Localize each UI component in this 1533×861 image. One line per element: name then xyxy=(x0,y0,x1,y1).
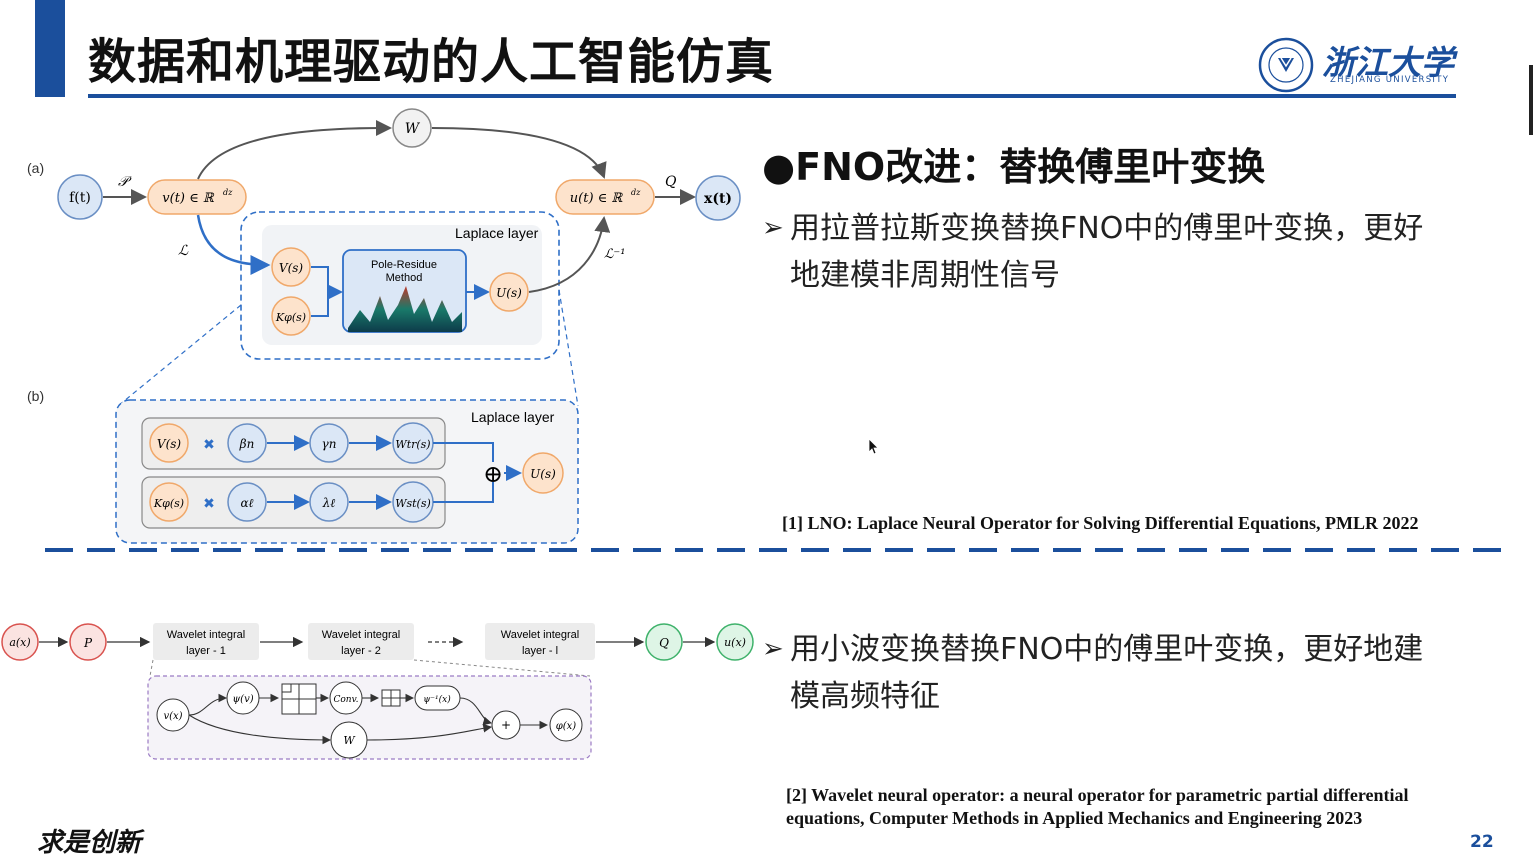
reference-1: [1] LNO: Laplace Neural Operator for Sol… xyxy=(782,513,1419,533)
b-node-Vs xyxy=(149,423,189,463)
wno-layer2-line2: layer - 2 xyxy=(341,645,381,657)
b-node-Us xyxy=(522,452,564,494)
b-node-Us-label: U(s) xyxy=(530,467,556,481)
wno-layer1-line2: layer - 1 xyxy=(186,645,226,657)
panel-b-title: Laplace layer xyxy=(471,409,555,425)
b-node-Ks xyxy=(149,482,189,522)
window-edge xyxy=(1529,65,1533,135)
wno-layer2-line1: Wavelet integral xyxy=(322,629,400,641)
wno-q-label: Q xyxy=(659,636,669,650)
laplace-layer-box xyxy=(240,211,560,360)
node-u-label: u(t) ∈ ℝ xyxy=(570,191,624,206)
node-x-label: x(t) xyxy=(704,191,732,207)
b-times-1: ✖ xyxy=(203,437,215,453)
section2-bullet-line2: 模高频特征 xyxy=(790,679,940,714)
beta-label: βn xyxy=(239,437,255,451)
wno-psi-inv-label: ψ⁻¹(x) xyxy=(423,694,451,705)
reference-2-line2: equations, Computer Methods in Applied M… xyxy=(786,808,1363,828)
node-v-label: v(t) ∈ ℝ xyxy=(162,191,215,206)
p-operator-label: 𝒫 xyxy=(118,174,132,190)
reference-2: [2] Wavelet neural operator: a neural op… xyxy=(786,784,1486,830)
panel-b-label: (b) xyxy=(27,388,44,404)
wtr-label: Wtr(s) xyxy=(395,438,430,451)
laplace-operator-label: ℒ xyxy=(178,243,189,259)
b-times-2: ✖ xyxy=(203,496,215,512)
wst-label: Wst(s) xyxy=(395,497,431,510)
title-underline xyxy=(88,94,1456,98)
node-Vs-label: V(s) xyxy=(279,261,304,275)
section1-heading: ●FNO改进：替换傅里叶变换 xyxy=(762,145,1266,189)
laplace-layer-title: Laplace layer xyxy=(455,225,539,241)
university-logo-subtitle: ZHEJIANG UNIVERSITY xyxy=(1330,75,1450,85)
wno-phi-label: φ(x) xyxy=(556,721,577,732)
b-node-Ks-label: Kφ(s) xyxy=(153,497,184,510)
b-node-Vs-label: V(s) xyxy=(157,437,182,451)
university-motto: 求是创新 xyxy=(37,828,142,858)
inverse-laplace-label: ℒ⁻¹ xyxy=(604,247,625,262)
wno-conv-label: Conv. xyxy=(334,695,359,705)
node-u xyxy=(555,179,655,215)
section2-bullet-line1: 用小波变换替换FNO中的傅里叶变换，更好地建 xyxy=(790,632,1424,667)
node-Us xyxy=(489,272,529,312)
section-divider xyxy=(45,548,1505,552)
wno-a-label: a(x) xyxy=(9,636,30,649)
q-operator-label: Q xyxy=(665,174,677,190)
lno-diagram: (a) (b) f(t) 𝒫 v(t) ∈ ℝ dz W u(t) ∈ ℝ dz… xyxy=(27,108,741,544)
node-f xyxy=(57,174,103,220)
pole-residue-label-1: Pole-Residue xyxy=(371,259,437,271)
node-v xyxy=(147,179,247,215)
bullet-arrow-icon: ➢ xyxy=(762,634,784,664)
wno-layerl-line1: Wavelet integral xyxy=(501,629,579,641)
node-x xyxy=(695,175,741,221)
node-Vs xyxy=(271,247,311,287)
pole-residue-surface xyxy=(348,286,462,332)
node-w xyxy=(392,108,432,148)
wno-layer1-line1: Wavelet integral xyxy=(167,629,245,641)
section1-bullet-line2: 地建模非周期性信号 xyxy=(790,258,1060,293)
node-Us-label: U(s) xyxy=(496,286,522,300)
pole-residue-label-2: Method xyxy=(386,272,423,284)
mouse-cursor-icon xyxy=(868,438,879,455)
node-f-label: f(t) xyxy=(69,190,91,206)
section2-bullet: ➢ 用小波变换替换FNO中的傅里叶变换，更好地建 模高频特征 xyxy=(762,626,1502,720)
oplus-sum: ⊕ xyxy=(483,460,503,488)
page-number: 22 xyxy=(1470,832,1494,852)
wno-w-label: W xyxy=(343,734,356,747)
section1-bullet: ➢ 用拉普拉斯变换替换FNO中的傅里叶变换，更好 地建模非周期性信号 xyxy=(762,205,1502,299)
reference-2-line1: [2] Wavelet neural operator: a neural op… xyxy=(786,785,1409,805)
bullet-arrow-icon: ➢ xyxy=(762,213,784,243)
wno-p-label: P xyxy=(83,636,93,650)
slide-title: 数据和机理驱动的人工智能仿真 xyxy=(88,34,775,90)
wno-psi-label: ψ(v) xyxy=(232,694,253,705)
node-Ks-label: Kφ(s) xyxy=(275,311,306,324)
lambda-label: λℓ xyxy=(322,496,336,510)
node-w-label: W xyxy=(405,121,421,137)
wno-diagram: a(x) P Wavelet integral layer - 1 Wavele… xyxy=(1,623,754,760)
wno-layerl-line2: layer - l xyxy=(522,645,558,657)
wno-detail-box xyxy=(147,675,592,760)
alpha-label: αℓ xyxy=(240,496,253,510)
wno-vx-label: v(x) xyxy=(163,711,182,722)
wno-plus-label: + xyxy=(501,718,511,732)
node-Ks xyxy=(271,296,311,336)
university-logo-name: 浙江大学 xyxy=(1322,43,1454,82)
gamma-label: γn xyxy=(322,437,337,451)
section1-bullet-line1: 用拉普拉斯变换替换FNO中的傅里叶变换，更好 xyxy=(790,211,1424,246)
node-u-sup: dz xyxy=(631,188,641,197)
title-accent-bar xyxy=(35,0,65,97)
zju-seal-icon xyxy=(1258,37,1314,93)
panel-a-label: (a) xyxy=(27,160,44,176)
node-v-sup: dz xyxy=(223,188,233,197)
wno-u-label: u(x) xyxy=(724,636,746,649)
